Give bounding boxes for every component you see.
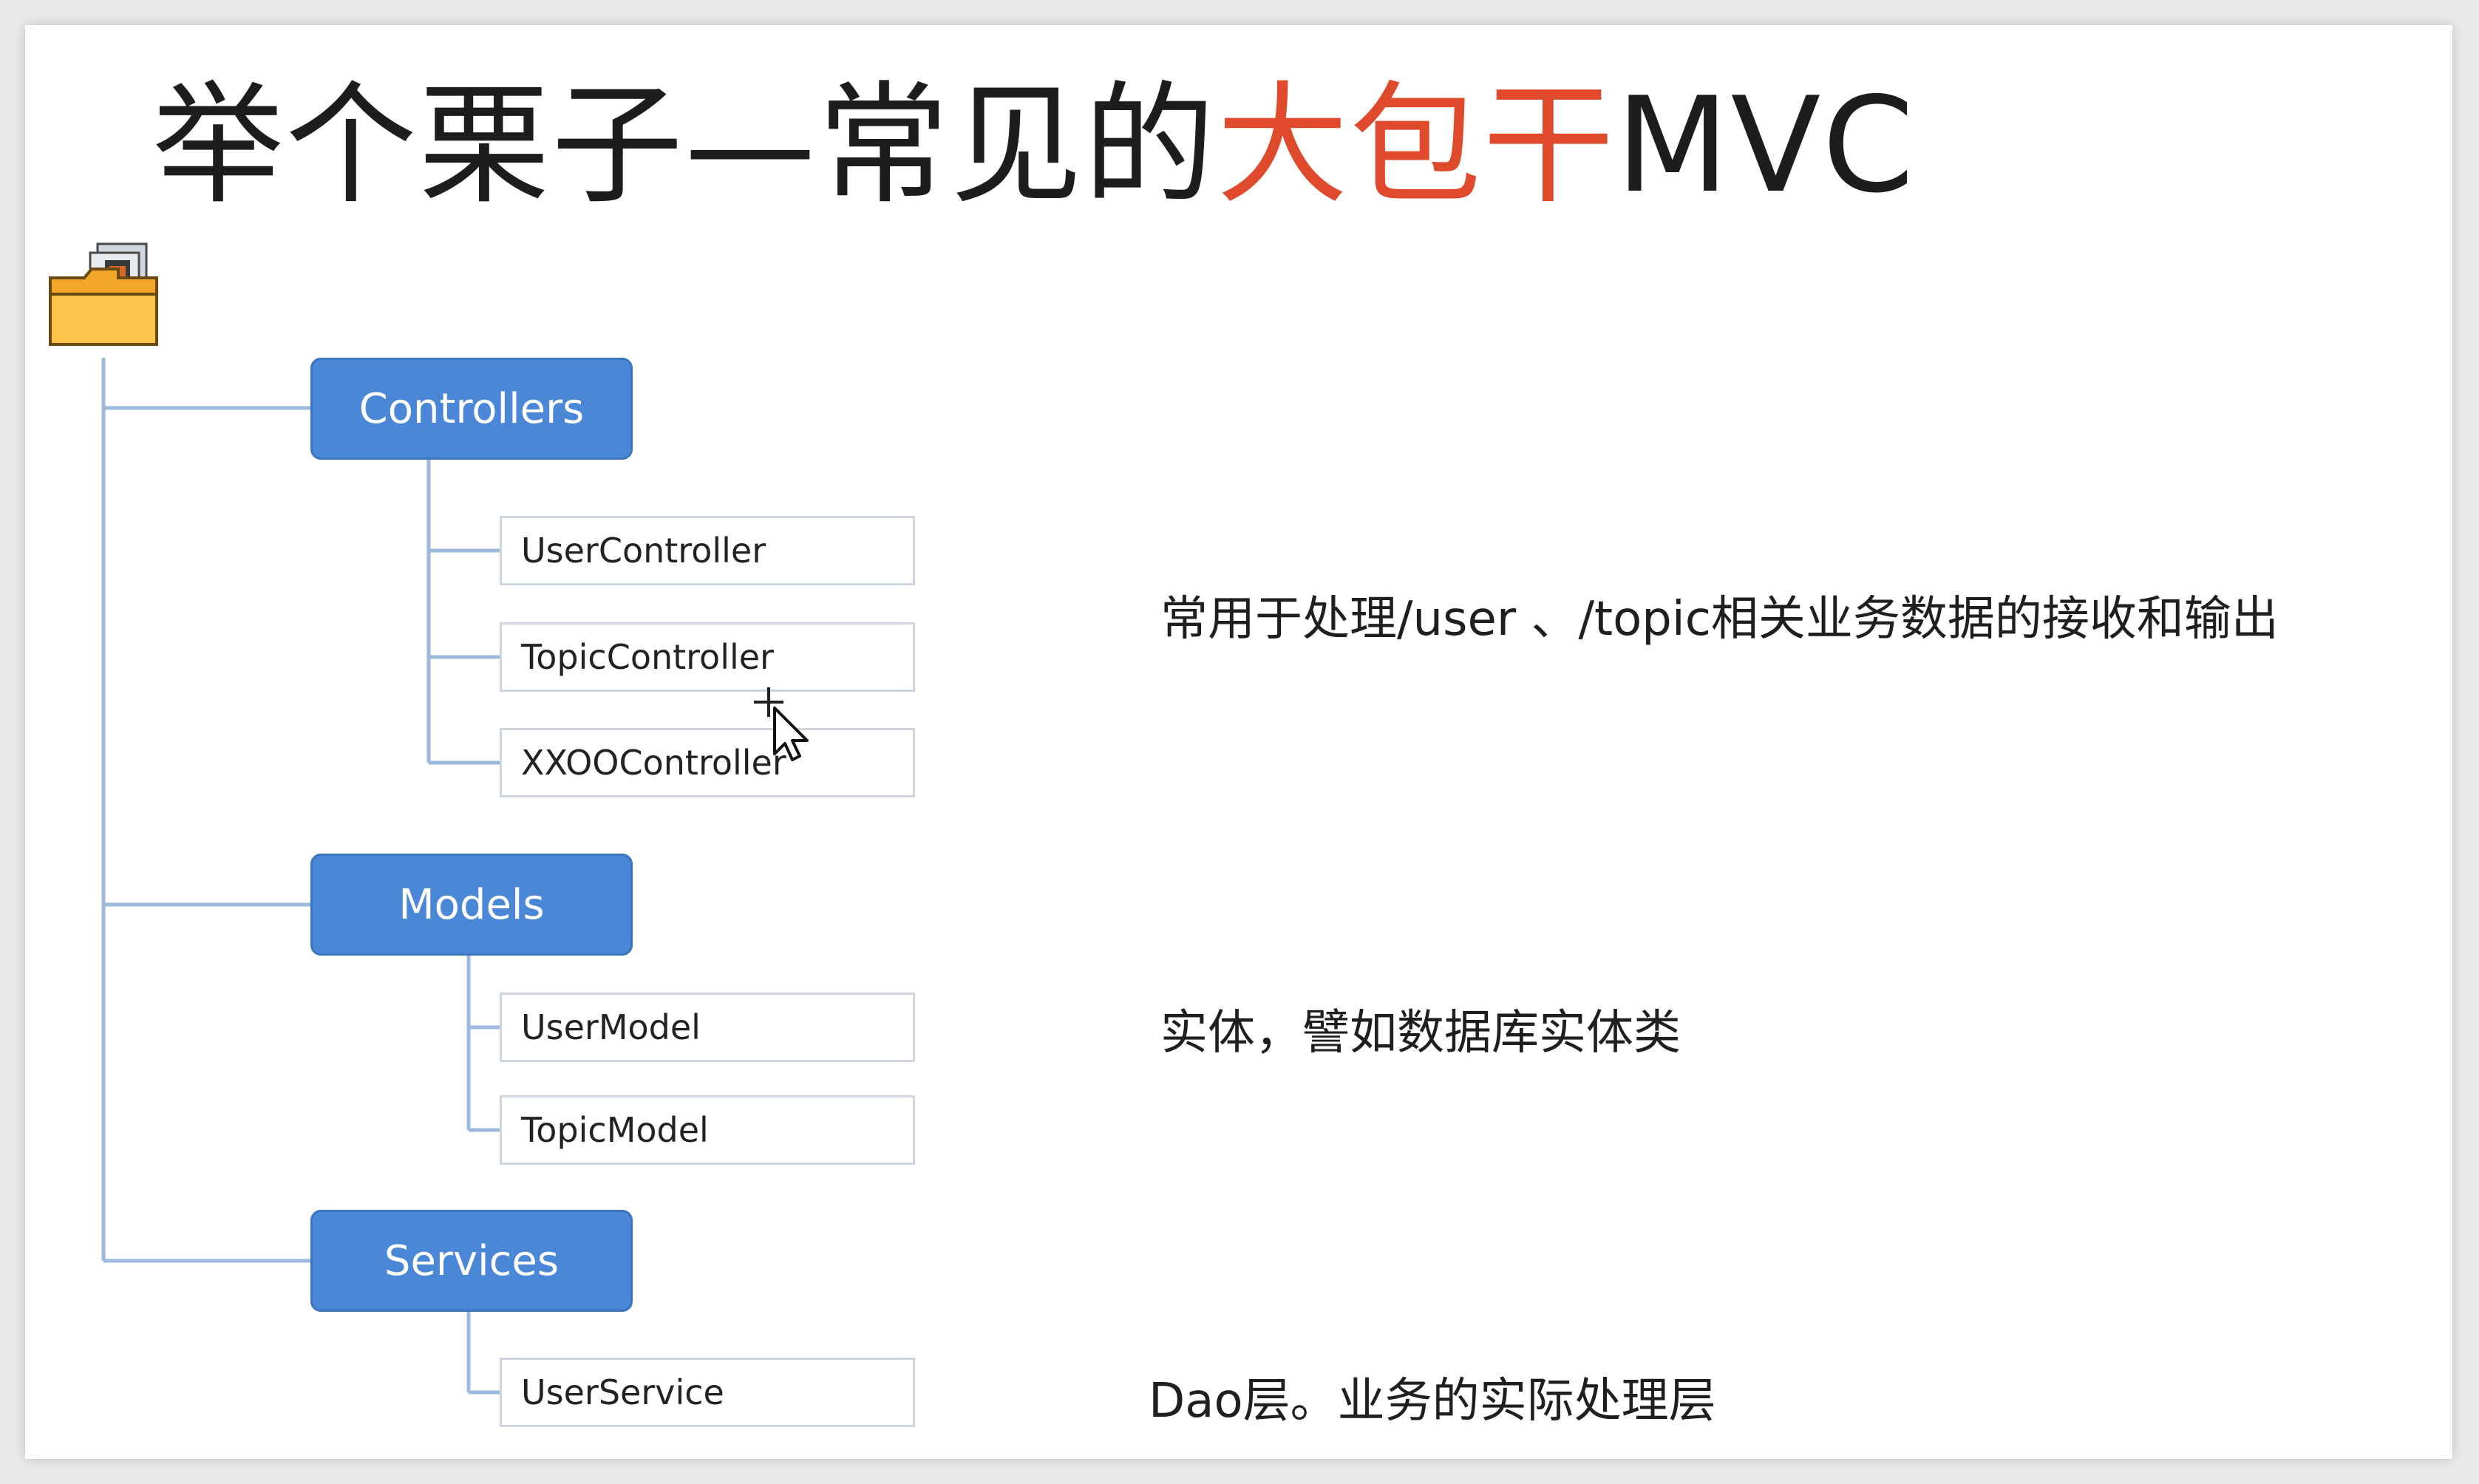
title-suffix: MVC bbox=[1616, 69, 1916, 222]
item-topic-model[interactable]: TopicModel bbox=[500, 1095, 915, 1165]
title-prefix: 举个栗子—常见的 bbox=[152, 69, 1217, 222]
folder-icon bbox=[49, 242, 158, 346]
controllers-description: 常用于处理/user 、/topic相关业务数据的接收和输出 bbox=[1160, 592, 2279, 647]
item-user-controller[interactable]: UserController bbox=[500, 516, 915, 585]
slide-title: 举个栗子—常见的大包干MVC bbox=[152, 80, 1916, 211]
item-user-model[interactable]: UserModel bbox=[500, 993, 915, 1062]
group-services[interactable]: Services bbox=[310, 1210, 633, 1312]
title-highlight: 大包干 bbox=[1217, 69, 1616, 222]
item-topic-controller[interactable]: TopicController bbox=[500, 622, 915, 692]
slide: 举个栗子—常见的大包干MVC bbox=[25, 25, 2452, 1459]
item-xxoo-controller[interactable]: XXOOController bbox=[500, 728, 915, 797]
group-models[interactable]: Models bbox=[310, 854, 633, 956]
models-description: 实体，譬如数据库实体类 bbox=[1160, 1006, 1681, 1061]
group-controllers[interactable]: Controllers bbox=[310, 358, 633, 460]
services-description: Dao层。业务的实际处理层 bbox=[1149, 1374, 1716, 1429]
item-user-service[interactable]: UserService bbox=[500, 1358, 915, 1427]
mouse-cursor-icon bbox=[754, 687, 809, 761]
